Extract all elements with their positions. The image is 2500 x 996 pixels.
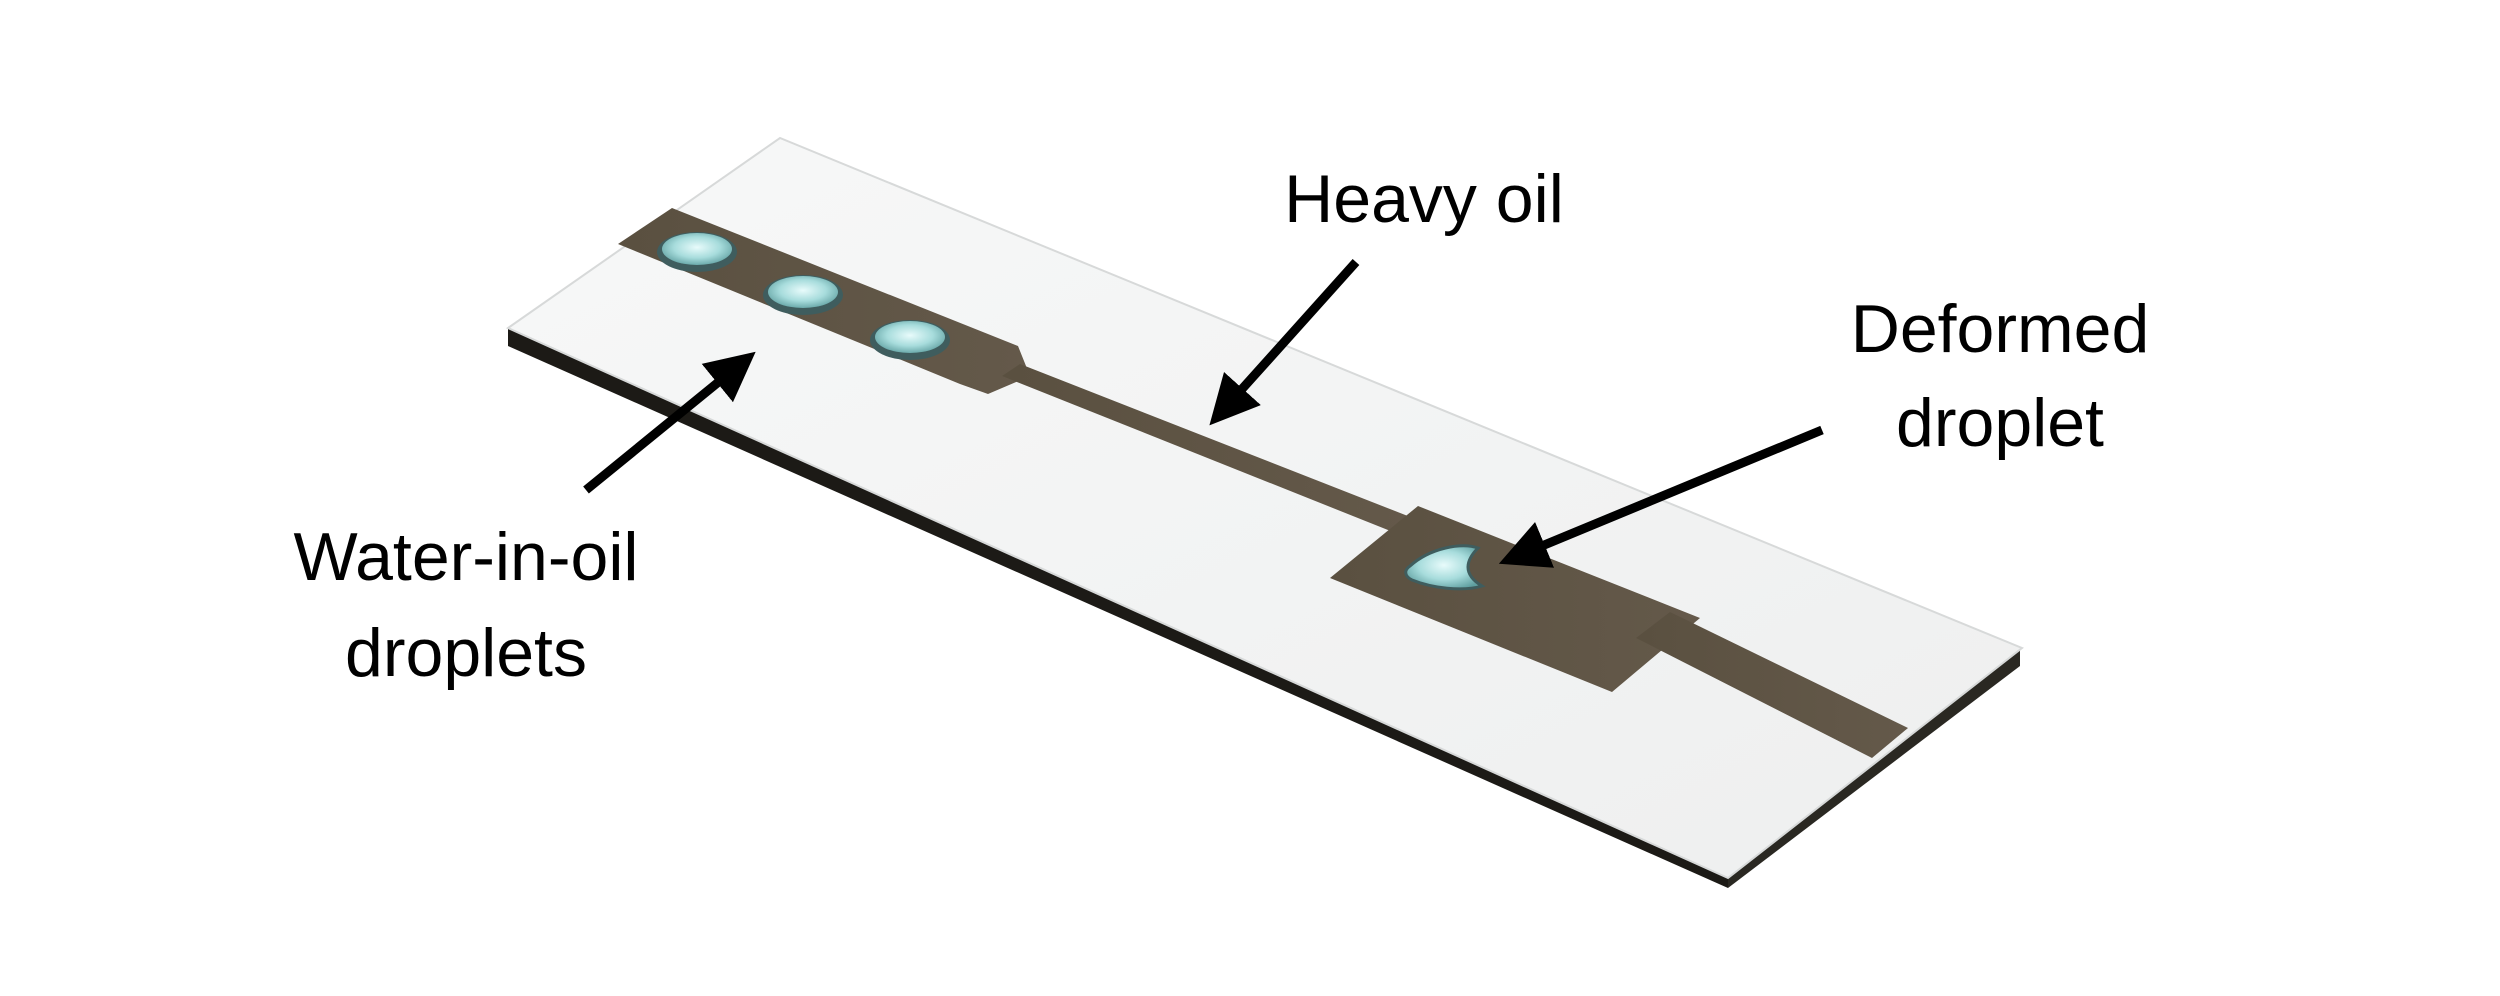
slide-right-side xyxy=(1728,648,2020,888)
water-in-oil-label-line2: droplets xyxy=(345,615,587,691)
deformed-droplet-label-line2: droplet xyxy=(1896,385,2104,461)
droplet xyxy=(763,275,843,315)
heavy-oil-label: Heavy oil xyxy=(1284,161,1564,237)
droplets xyxy=(657,232,1486,591)
heavy-oil-arrow xyxy=(1209,258,1360,426)
water-in-oil-arrow xyxy=(583,351,756,494)
constriction-channel xyxy=(1002,364,1418,534)
deformed-droplet xyxy=(1404,544,1486,591)
deformed-droplet-label-line1: Deformed xyxy=(1851,291,2150,367)
outlet-channel xyxy=(1636,612,1908,758)
labels: Heavy oil Deformed droplet Water-in-oil … xyxy=(293,161,2149,691)
arrows xyxy=(583,258,1824,568)
chamber xyxy=(1330,506,1700,692)
droplet xyxy=(657,232,737,272)
deformed-droplet-arrow xyxy=(1498,425,1824,568)
water-in-oil-label-line1: Water-in-oil xyxy=(293,519,638,595)
slide-front-side xyxy=(508,328,1728,888)
droplet xyxy=(870,320,950,360)
